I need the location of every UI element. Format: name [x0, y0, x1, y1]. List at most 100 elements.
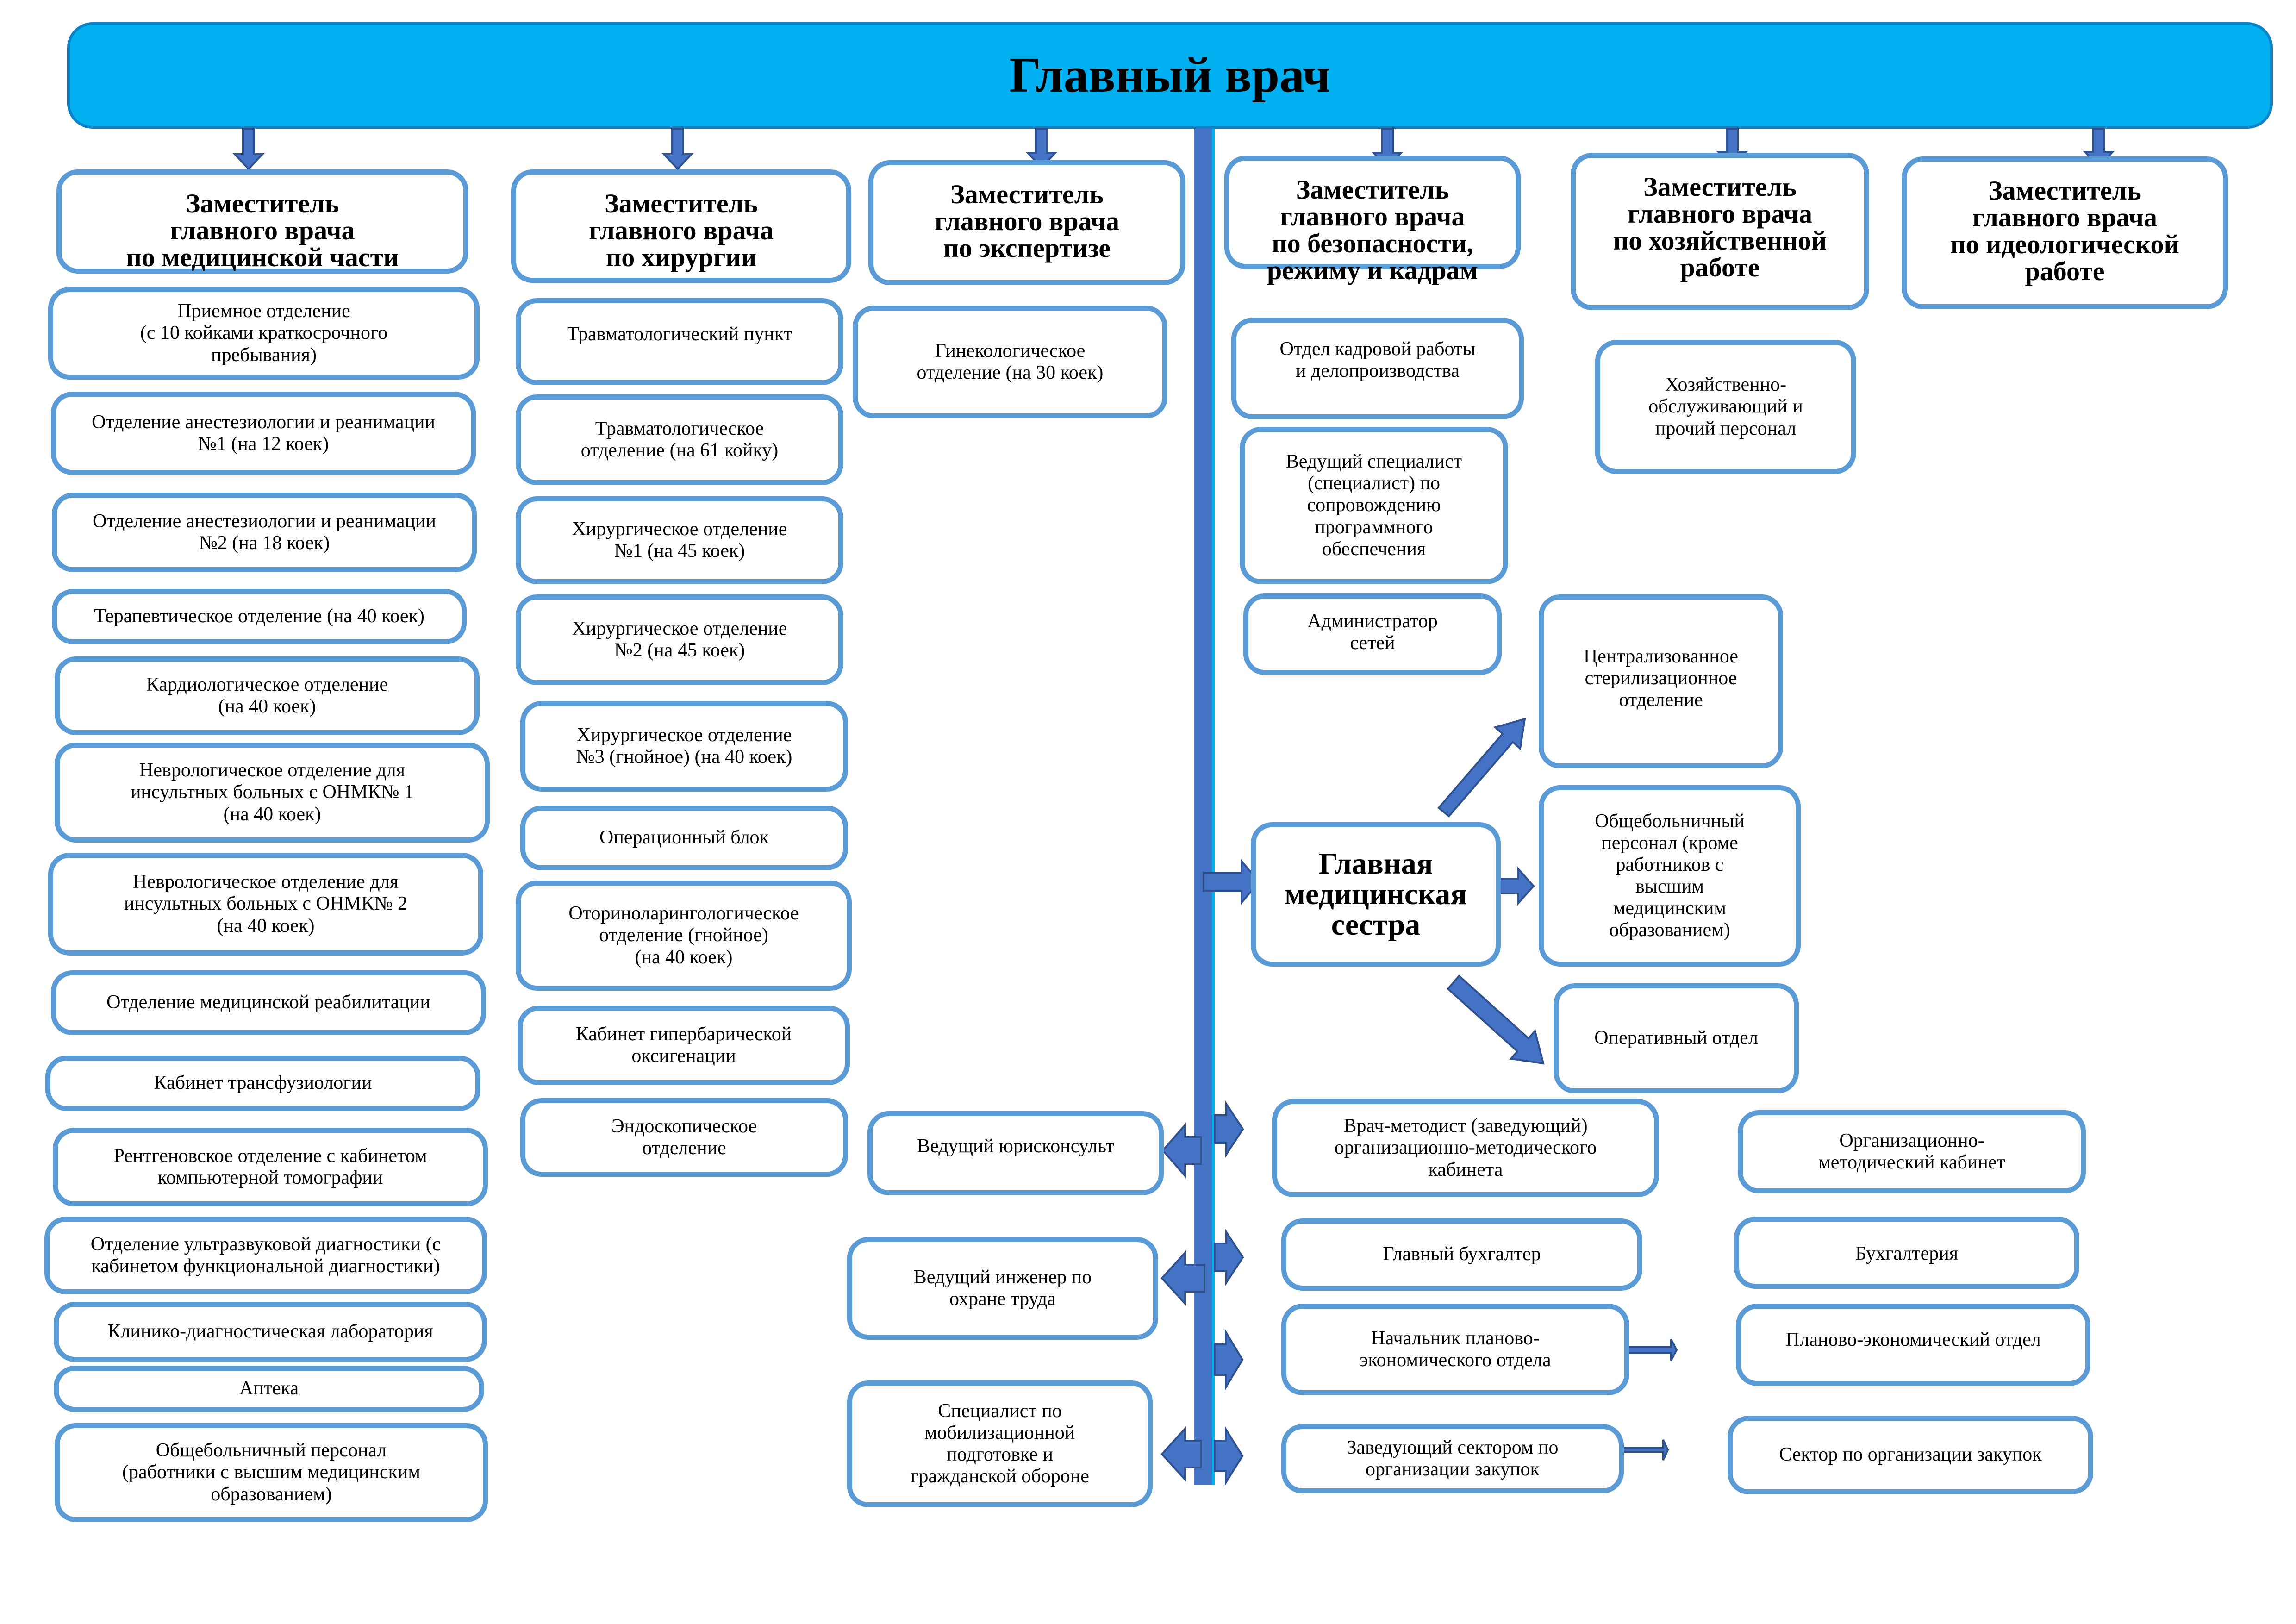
left-staff-box[interactable]: Специалист по мобилизационной подготовке…	[847, 1380, 1153, 1507]
medical-unit-label: Отделение медицинской реабилитации	[106, 992, 430, 1013]
medical-unit-label: Кардиологическое отделение (на 40 коек)	[146, 674, 388, 717]
deputy-ideology-box[interactable]: Заместитель главного врача по идеологиче…	[1902, 156, 2228, 309]
arrow-right-icon	[1214, 1229, 1244, 1286]
surgery-unit-label: Кабинет гипербарической оксигенации	[575, 1023, 792, 1067]
left-staff-label: Ведущий юрисконсульт	[917, 1136, 1114, 1157]
surgery-unit-label: Хирургическое отделение №2 (на 45 коек)	[572, 618, 787, 661]
chain-head-label: Врач-методист (заведующий) организационн…	[1334, 1115, 1597, 1181]
chain-unit-label: Сектор по организации закупок	[1779, 1444, 2042, 1466]
surgery-unit-box[interactable]: Кабинет гипербарической оксигенации	[518, 1006, 850, 1085]
medical-unit-box[interactable]: Отделение медицинской реабилитации	[51, 970, 486, 1035]
arrow-right-icon	[1628, 1339, 1678, 1361]
expertise-unit-box[interactable]: Гинекологическое отделение (на 30 коек)	[853, 306, 1167, 418]
medical-unit-label: Приемное отделение (с 10 койками краткос…	[140, 300, 388, 366]
security-unit-box[interactable]: Ведущий специалист (специалист) по сопро…	[1240, 427, 1508, 584]
security-unit-label: Ведущий специалист (специалист) по сопро…	[1285, 451, 1462, 560]
chain-unit-box[interactable]: Планово-экономический отдел	[1736, 1304, 2090, 1386]
left-staff-box[interactable]: Ведущий юрисконсульт	[867, 1111, 1164, 1195]
surgery-unit-box[interactable]: Хирургическое отделение №3 (гнойное) (на…	[520, 701, 848, 792]
chain-head-label: Начальник планово- экономического отдела	[1360, 1327, 1551, 1371]
surgery-unit-box[interactable]: Оториноларингологическое отделение (гной…	[516, 881, 852, 991]
surgery-unit-label: Травматологический пункт	[567, 324, 792, 345]
chain-unit-box[interactable]: Сектор по организации закупок	[1728, 1416, 2093, 1494]
chief-doctor-title: Главный врач	[1009, 48, 1331, 103]
arrow-right-icon	[1214, 1425, 1244, 1487]
chain-head-label: Главный бухгалтер	[1383, 1243, 1541, 1265]
medical-unit-label: Клинико-диагностическая лаборатория	[107, 1321, 433, 1343]
head-nurse-title: Главная медицинская сестра	[1285, 847, 1467, 942]
deputy-expertise-box[interactable]: Заместитель главного врача по экспертизе	[868, 160, 1185, 285]
surgery-unit-box[interactable]: Травматологическое отделение (на 61 койк…	[516, 394, 843, 485]
head-nurse-unit-box[interactable]: Оперативный отдел	[1554, 983, 1799, 1093]
surgery-unit-box[interactable]: Эндоскопическое отделение	[520, 1098, 848, 1177]
head-nurse-unit-label: Оперативный отдел	[1594, 1027, 1758, 1049]
chain-head-box[interactable]: Главный бухгалтер	[1281, 1218, 1642, 1291]
medical-unit-box[interactable]: Неврологическое отделение для инсультных…	[55, 743, 490, 843]
deputy-expertise-title: Заместитель главного врача по экспертизе	[934, 179, 1120, 263]
chain-unit-label: Бухгалтерия	[1855, 1243, 1959, 1264]
deputy-ideology-title: Заместитель главного врача по идеологиче…	[1950, 175, 2179, 286]
chain-head-box[interactable]: Врач-методист (заведующий) организационн…	[1272, 1099, 1659, 1197]
deputy-medical-box[interactable]: Заместитель главного врача по медицинско…	[56, 169, 468, 274]
medical-unit-label: Терапевтическое отделение (на 40 коек)	[94, 606, 424, 627]
chain-head-box[interactable]: Начальник планово- экономического отдела	[1281, 1304, 1629, 1395]
deputy-surgery-title: Заместитель главного врача по хирургии	[588, 188, 774, 272]
deputy-security-box[interactable]: Заместитель главного врача по безопаснос…	[1224, 156, 1521, 284]
head-nurse-box[interactable]: Главная медицинская сестра	[1251, 822, 1501, 967]
medical-unit-box[interactable]: Кардиологическое отделение (на 40 коек)	[55, 656, 480, 735]
arrow-down-icon	[232, 128, 265, 170]
medical-unit-box[interactable]: Кабинет трансфузиологии	[45, 1056, 480, 1111]
economic-unit-label: Хозяйственно- обслуживающий и прочий пер…	[1648, 374, 1803, 439]
chain-head-box[interactable]: Заведующий сектором по организации закуп…	[1281, 1424, 1624, 1493]
chain-head-label: Заведующий сектором по организации закуп…	[1347, 1437, 1559, 1480]
medical-unit-box[interactable]: Рентгеновское отделение с кабинетом комп…	[53, 1128, 488, 1206]
left-staff-box[interactable]: Ведущий инженер по охране труда	[847, 1237, 1158, 1340]
deputy-security-title: Заместитель главного врача по безопаснос…	[1267, 175, 1479, 285]
chief-doctor-box[interactable]: Главный врач	[67, 22, 2273, 129]
deputy-economic-box[interactable]: Заместитель главного врача по хозяйствен…	[1571, 153, 1869, 310]
arrow-diagonal-up-icon	[1437, 718, 1526, 818]
medical-unit-box[interactable]: Приемное отделение (с 10 койками краткос…	[48, 287, 480, 380]
chain-unit-label: Организационно- методический кабинет	[1818, 1130, 2005, 1173]
surgery-unit-box[interactable]: Хирургическое отделение №2 (на 45 коек)	[516, 594, 843, 685]
chain-unit-box[interactable]: Организационно- методический кабинет	[1738, 1110, 2086, 1193]
head-nurse-unit-box[interactable]: Общебольничный персонал (кроме работнико…	[1539, 785, 1801, 967]
arrow-right-icon	[1619, 1439, 1669, 1461]
surgery-unit-box[interactable]: Травматологический пункт	[516, 298, 843, 385]
medical-unit-box[interactable]: Отделение анестезиологии и реанимации №1…	[51, 392, 476, 475]
arrow-down-icon	[661, 128, 694, 170]
medical-unit-box[interactable]: Неврологическое отделение для инсультных…	[48, 853, 483, 956]
chain-unit-box[interactable]: Бухгалтерия	[1734, 1217, 2079, 1289]
head-nurse-unit-box[interactable]: Централизованное стерилизационное отделе…	[1539, 594, 1783, 768]
surgery-unit-label: Операционный блок	[599, 827, 769, 849]
medical-unit-box[interactable]: Аптека	[54, 1366, 484, 1412]
arrow-diagonal-down-icon	[1447, 974, 1545, 1065]
medical-unit-box[interactable]: Отделение анестезиологии и реанимации №2…	[52, 493, 477, 572]
surgery-unit-box[interactable]: Операционный блок	[520, 806, 848, 870]
medical-unit-label: Общебольничный персонал (работники с выс…	[122, 1440, 420, 1505]
medical-unit-label: Аптека	[239, 1378, 299, 1399]
medical-unit-label: Неврологическое отделение для инсультных…	[130, 760, 414, 825]
security-unit-box[interactable]: Администратор сетей	[1243, 593, 1502, 675]
security-unit-label: Отдел кадровой работы и делопроизводства	[1279, 338, 1476, 382]
deputy-medical-title: Заместитель главного врача по медицинско…	[126, 188, 399, 272]
medical-unit-box[interactable]: Терапевтическое отделение (на 40 коек)	[52, 589, 467, 644]
arrow-right-icon	[1214, 1328, 1244, 1391]
left-staff-label: Специалист по мобилизационной подготовке…	[911, 1400, 1089, 1487]
surgery-unit-label: Эндоскопическое отделение	[611, 1115, 757, 1159]
medical-unit-label: Отделение анестезиологии и реанимации №2…	[92, 510, 437, 554]
arrow-right-icon	[1497, 866, 1535, 906]
economic-unit-box[interactable]: Хозяйственно- обслуживающий и прочий пер…	[1595, 340, 1856, 474]
medical-unit-label: Неврологическое отделение для инсультных…	[124, 871, 408, 937]
security-unit-box[interactable]: Отдел кадровой работы и делопроизводства	[1231, 318, 1524, 419]
expertise-unit-label: Гинекологическое отделение (на 30 коек)	[917, 340, 1104, 383]
deputy-surgery-box[interactable]: Заместитель главного врача по хирургии	[511, 169, 851, 283]
medical-unit-box[interactable]: Общебольничный персонал (работники с выс…	[55, 1423, 488, 1522]
medical-unit-box[interactable]: Клинико-диагностическая лаборатория	[54, 1302, 487, 1362]
surgery-unit-box[interactable]: Хирургическое отделение №1 (на 45 коек)	[516, 496, 843, 584]
arrow-right-icon	[1214, 1100, 1244, 1158]
head-nurse-unit-label: Общебольничный персонал (кроме работнико…	[1595, 810, 1745, 941]
medical-unit-box[interactable]: Отделение ультразвуковой диагностики (с …	[44, 1217, 487, 1294]
security-unit-label: Администратор сетей	[1307, 611, 1438, 654]
medical-unit-label: Кабинет трансфузиологии	[154, 1072, 372, 1094]
